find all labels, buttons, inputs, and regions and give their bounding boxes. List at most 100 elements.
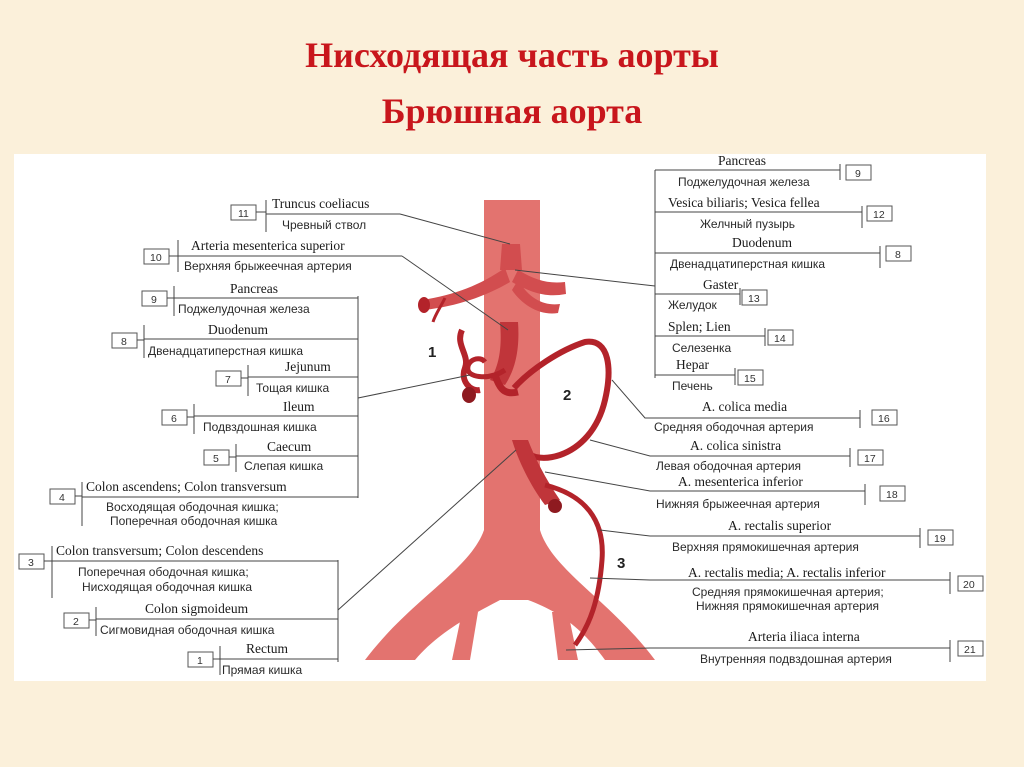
label-latin-13: Gaster bbox=[703, 277, 739, 292]
label-box-16 bbox=[871, 409, 898, 426]
label-box-8-right bbox=[885, 245, 912, 262]
label-number-1: 1 bbox=[197, 655, 203, 667]
label-latin-11: Truncus coeliacus bbox=[272, 196, 369, 211]
coeliac-right-branch bbox=[512, 270, 566, 296]
label-russian-14: Селезенка bbox=[672, 341, 732, 355]
left-labels: 1 1 Truncus coeliacus Чревный ствол 10 Ar… bbox=[18, 196, 517, 677]
label-russian-8-left: Двенадцатиперстная кишка bbox=[148, 344, 303, 358]
label-number-10: 10 bbox=[150, 252, 162, 264]
label-latin-14: Splen; Lien bbox=[668, 319, 731, 334]
label-latin-2: Colon sigmoideum bbox=[145, 601, 249, 616]
label-number-4: 4 bbox=[59, 492, 65, 504]
label-latin-7: Jejunum bbox=[285, 359, 331, 374]
label-russian-15: Печень bbox=[672, 379, 713, 393]
label-russian-16: Средняя ободочная артерия bbox=[654, 420, 813, 434]
region-number-1: 1 bbox=[428, 344, 436, 361]
inferior-mesenteric-artery bbox=[512, 440, 560, 505]
label-number-17: 17 bbox=[864, 453, 876, 465]
label-number-6: 6 bbox=[171, 413, 177, 425]
ileal-loop bbox=[465, 356, 507, 380]
label-latin-8-left: Duodenum bbox=[208, 322, 268, 337]
label-latin-12: Vesica biliaris; Vesica fellea bbox=[668, 195, 820, 210]
label-number-14: 14 bbox=[774, 333, 786, 345]
label-russian-12: Желчный пузырь bbox=[700, 217, 795, 231]
label-number-19: 19 bbox=[934, 533, 946, 545]
label-box-19 bbox=[927, 529, 954, 546]
label-box-12 bbox=[866, 205, 893, 222]
label-number-15: 15 bbox=[744, 373, 756, 385]
label-russian-17: Левая ободочная артерия bbox=[656, 459, 801, 473]
superior-mesenteric-artery bbox=[490, 322, 519, 385]
label-latin-21: Arteria iliaca interna bbox=[748, 629, 860, 644]
label-number-12: 12 bbox=[873, 209, 885, 221]
internal-iliac-right bbox=[552, 612, 578, 660]
label-box-17 bbox=[857, 449, 884, 466]
label-russian-18: Нижняя брыжеечная артерия bbox=[656, 497, 820, 511]
artery-drawing bbox=[365, 200, 655, 660]
label-russian-4b: Поперечная ободочная кишка bbox=[110, 514, 278, 528]
label-number-16: 16 bbox=[878, 413, 890, 425]
label-russian-9-right: Поджелудочная железа bbox=[678, 175, 810, 189]
label-box-9-right bbox=[845, 164, 872, 181]
label-number-18: 18 bbox=[886, 489, 898, 501]
ima-stump bbox=[548, 499, 562, 513]
label-number-8-right: 8 bbox=[895, 249, 901, 261]
label-number-2: 2 bbox=[73, 616, 79, 628]
label-russian-5: Слепая кишка bbox=[244, 459, 323, 473]
label-latin-20: A. rectalis media; A. rectalis inferior bbox=[688, 565, 886, 580]
label-latin-17: A. colica sinistra bbox=[690, 438, 781, 453]
label-russian-2: Сигмовидная ободочная кишка bbox=[100, 623, 275, 637]
label-russian-6: Подвздошная кишка bbox=[203, 420, 317, 434]
label-box-14 bbox=[767, 329, 794, 346]
label-russian-8-right: Двенадцатиперстная кишка bbox=[670, 257, 825, 271]
label-russian-20a: Средняя прямокишечная артерия; bbox=[692, 585, 884, 599]
label-latin-10: Arteria mesenterica superior bbox=[191, 238, 345, 253]
label-number-3: 3 bbox=[28, 557, 34, 569]
label-latin-6: Ileum bbox=[283, 399, 315, 414]
diagram-panel: 1 2 3 1 1 Truncus coeliacus Чревный ствол… bbox=[14, 153, 986, 681]
internal-iliac-left bbox=[452, 612, 478, 660]
small-branch-left bbox=[431, 297, 447, 323]
label-russian-1: Прямая кишка bbox=[222, 663, 303, 677]
coeliac-stump bbox=[418, 297, 430, 313]
middle-colic-artery bbox=[511, 338, 612, 461]
label-number-21: 21 bbox=[964, 644, 976, 656]
label-number-13: 13 bbox=[748, 293, 760, 305]
region-number-3: 3 bbox=[617, 555, 625, 572]
region-number-2: 2 bbox=[563, 387, 571, 404]
coeliac-trunk bbox=[500, 244, 522, 270]
label-russian-4a: Восходящая ободочная кишка; bbox=[106, 500, 279, 514]
label-number-8-left: 8 bbox=[121, 336, 127, 348]
label-box-15 bbox=[737, 369, 764, 386]
label-number-7: 7 bbox=[225, 374, 231, 386]
aorta-diagram: 1 2 3 1 1 Truncus coeliacus Чревный ствол… bbox=[18, 153, 984, 677]
label-russian-20b: Нижняя прямокишечная артерия bbox=[696, 599, 879, 613]
label-latin-9-left: Pancreas bbox=[230, 281, 278, 296]
coeliac-right-branch-2 bbox=[512, 280, 560, 314]
label-number-20: 20 bbox=[963, 579, 975, 591]
label-russian-13: Желудок bbox=[668, 298, 717, 312]
label-russian-3b: Нисходящая ободочная кишка bbox=[82, 580, 252, 594]
label-box-20 bbox=[957, 575, 984, 592]
label-russian-19: Верхняя прямокишечная артерия bbox=[672, 540, 859, 554]
right-labels: Pancreas Поджелудочная железа 9 Vesica b… bbox=[514, 153, 984, 666]
label-russian-21: Внутренняя подвздошная артерия bbox=[700, 652, 892, 666]
label-russian-3a: Поперечная ободочная кишка; bbox=[78, 565, 249, 579]
sma-lower bbox=[491, 373, 519, 397]
label-russian-10: Верхняя брыжеечная артерия bbox=[184, 259, 352, 273]
label-russian-9-left: Поджелудочная железа bbox=[178, 302, 310, 316]
label-latin-8-right: Duodenum bbox=[732, 235, 792, 250]
label-latin-15: Hepar bbox=[676, 357, 709, 372]
label-box-18 bbox=[879, 485, 906, 502]
superior-rectal-loop bbox=[544, 482, 605, 647]
label-latin-4: Colon ascendens; Colon transversum bbox=[86, 479, 287, 494]
label-latin-16: A. colica media bbox=[702, 399, 787, 414]
label-russian-11: Чревный ствол bbox=[282, 218, 366, 232]
label-latin-18: A. mesenterica inferior bbox=[678, 474, 803, 489]
label-box-21 bbox=[957, 640, 984, 657]
label-box-13 bbox=[741, 289, 768, 306]
label-latin-5: Caecum bbox=[267, 439, 312, 454]
label-latin-1: Rectum bbox=[246, 641, 288, 656]
sma-stump bbox=[462, 387, 476, 403]
